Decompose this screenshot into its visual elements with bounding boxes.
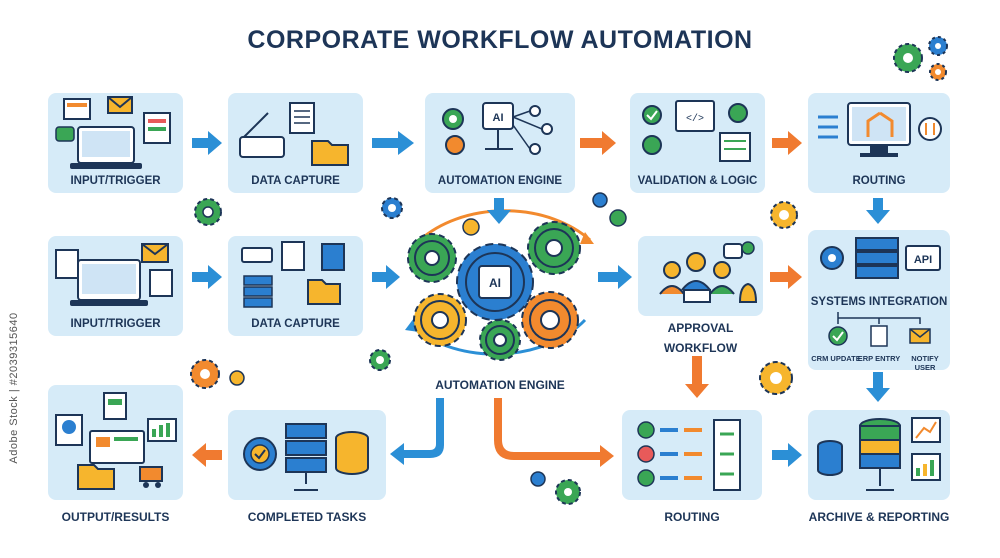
gear-icon [521, 291, 579, 349]
gear-icon [527, 221, 581, 275]
scanner-documents-icon [239, 102, 349, 166]
team-bell-icon [659, 241, 758, 303]
arrow-elbow [390, 398, 444, 465]
card-input-trigger-1: INPUT/TRIGGER [48, 93, 183, 193]
card-automation-engine-1: AI AUTOMATION ENGINE [425, 93, 575, 193]
card-archive-reporting [808, 410, 950, 500]
card-completed-tasks [228, 410, 386, 500]
arrow-elbow [494, 398, 614, 467]
card-label: INPUT/TRIGGER [70, 175, 161, 187]
arrow-down [487, 198, 511, 224]
gear-icon [609, 209, 627, 227]
database-charts-icon [817, 417, 941, 491]
card-routing-2 [622, 410, 762, 500]
archive-reporting-label: ARCHIVE & REPORTING [808, 510, 950, 524]
card-label: INPUT/TRIGGER [70, 318, 161, 330]
arrow-down [866, 372, 890, 402]
monitor-routing-icon [818, 102, 942, 157]
arrow-right [372, 265, 400, 289]
integration-icons [828, 312, 931, 347]
gear-icon [229, 370, 245, 386]
completed-server-icon [243, 423, 369, 491]
arrow-down [866, 198, 890, 224]
arrow-right [580, 131, 616, 155]
systems-label: SYSTEMS INTEGRATION [810, 296, 948, 308]
gear-icon [759, 361, 793, 395]
output-dashboard-icon [55, 392, 177, 490]
arrow-right [598, 265, 632, 289]
erp-entry-label: ERP ENTRY [857, 354, 901, 363]
gear-icon [592, 192, 608, 208]
card-validation-logic: </> VALIDATION & LOGIC [630, 93, 765, 193]
arrow-right [372, 131, 414, 155]
card-data-capture-2: DATA CAPTURE [228, 236, 363, 336]
routing-checks-icon [637, 419, 741, 491]
ai-chip-text: AI [493, 112, 504, 124]
gear-icon [893, 43, 923, 73]
server-api-icon: API [820, 237, 941, 279]
gear-icon [929, 63, 947, 81]
gear-icon [190, 359, 220, 389]
checklist-code-icon: </> [642, 100, 751, 162]
arrow-down [685, 356, 709, 398]
laptop-mail-icon [55, 243, 173, 306]
card-output-results [48, 385, 183, 500]
card-label: ROUTING [852, 175, 906, 187]
gear-icon [407, 233, 457, 283]
arrow-right [772, 443, 802, 467]
arrow-right [772, 131, 802, 155]
main-ai-gear-icon: AI [456, 243, 534, 321]
card-routing-1: ROUTING [808, 93, 950, 193]
card-data-capture-1: DATA CAPTURE [228, 93, 363, 193]
gear-icon [479, 319, 521, 361]
routing-2-label: ROUTING [664, 510, 720, 524]
card-systems-integration: API SYSTEMS INTEGRATION CRM UPDATE ERP E… [808, 230, 950, 372]
card-label: DATA CAPTURE [251, 175, 340, 187]
gear-icon [928, 36, 948, 56]
gear-icon [413, 293, 467, 347]
gear-icon [462, 218, 480, 236]
card-label: AUTOMATION ENGINE [437, 175, 563, 187]
card-approval-workflow [638, 236, 763, 316]
completed-tasks-label: COMPLETED TASKS [247, 510, 367, 524]
api-text: API [914, 254, 932, 266]
card-label: VALIDATION & LOGIC [637, 175, 758, 187]
laptop-mail-icon [55, 96, 171, 169]
gear-icon [555, 479, 581, 505]
card-input-trigger-2: INPUT/TRIGGER [48, 236, 183, 336]
arrow-right [192, 265, 222, 289]
arrow-right [192, 131, 222, 155]
gear-icon [770, 201, 798, 229]
approval-label: APPROVAL WORKFLOW [663, 321, 738, 355]
arrow-right [770, 265, 802, 289]
gear-icon [194, 198, 222, 226]
gear-icon [530, 471, 546, 487]
ai-network-icon: AI [442, 102, 553, 155]
arrow-left [192, 443, 222, 467]
svg-text:</>: </> [686, 113, 704, 125]
scanner-server-icon [241, 241, 345, 308]
gear-icon [369, 349, 391, 371]
gear-icon [381, 197, 403, 219]
output-results-label: OUTPUT/RESULTS [61, 510, 170, 524]
center-engine-label: AUTOMATION ENGINE [435, 378, 565, 392]
page-title: CORPORATE WORKFLOW AUTOMATION [247, 26, 753, 54]
center-ai-text: AI [489, 276, 501, 290]
card-label: DATA CAPTURE [251, 318, 340, 330]
notify-user-label: NOTIFY USER [911, 354, 939, 372]
crm-update-label: CRM UPDATE [811, 354, 861, 363]
